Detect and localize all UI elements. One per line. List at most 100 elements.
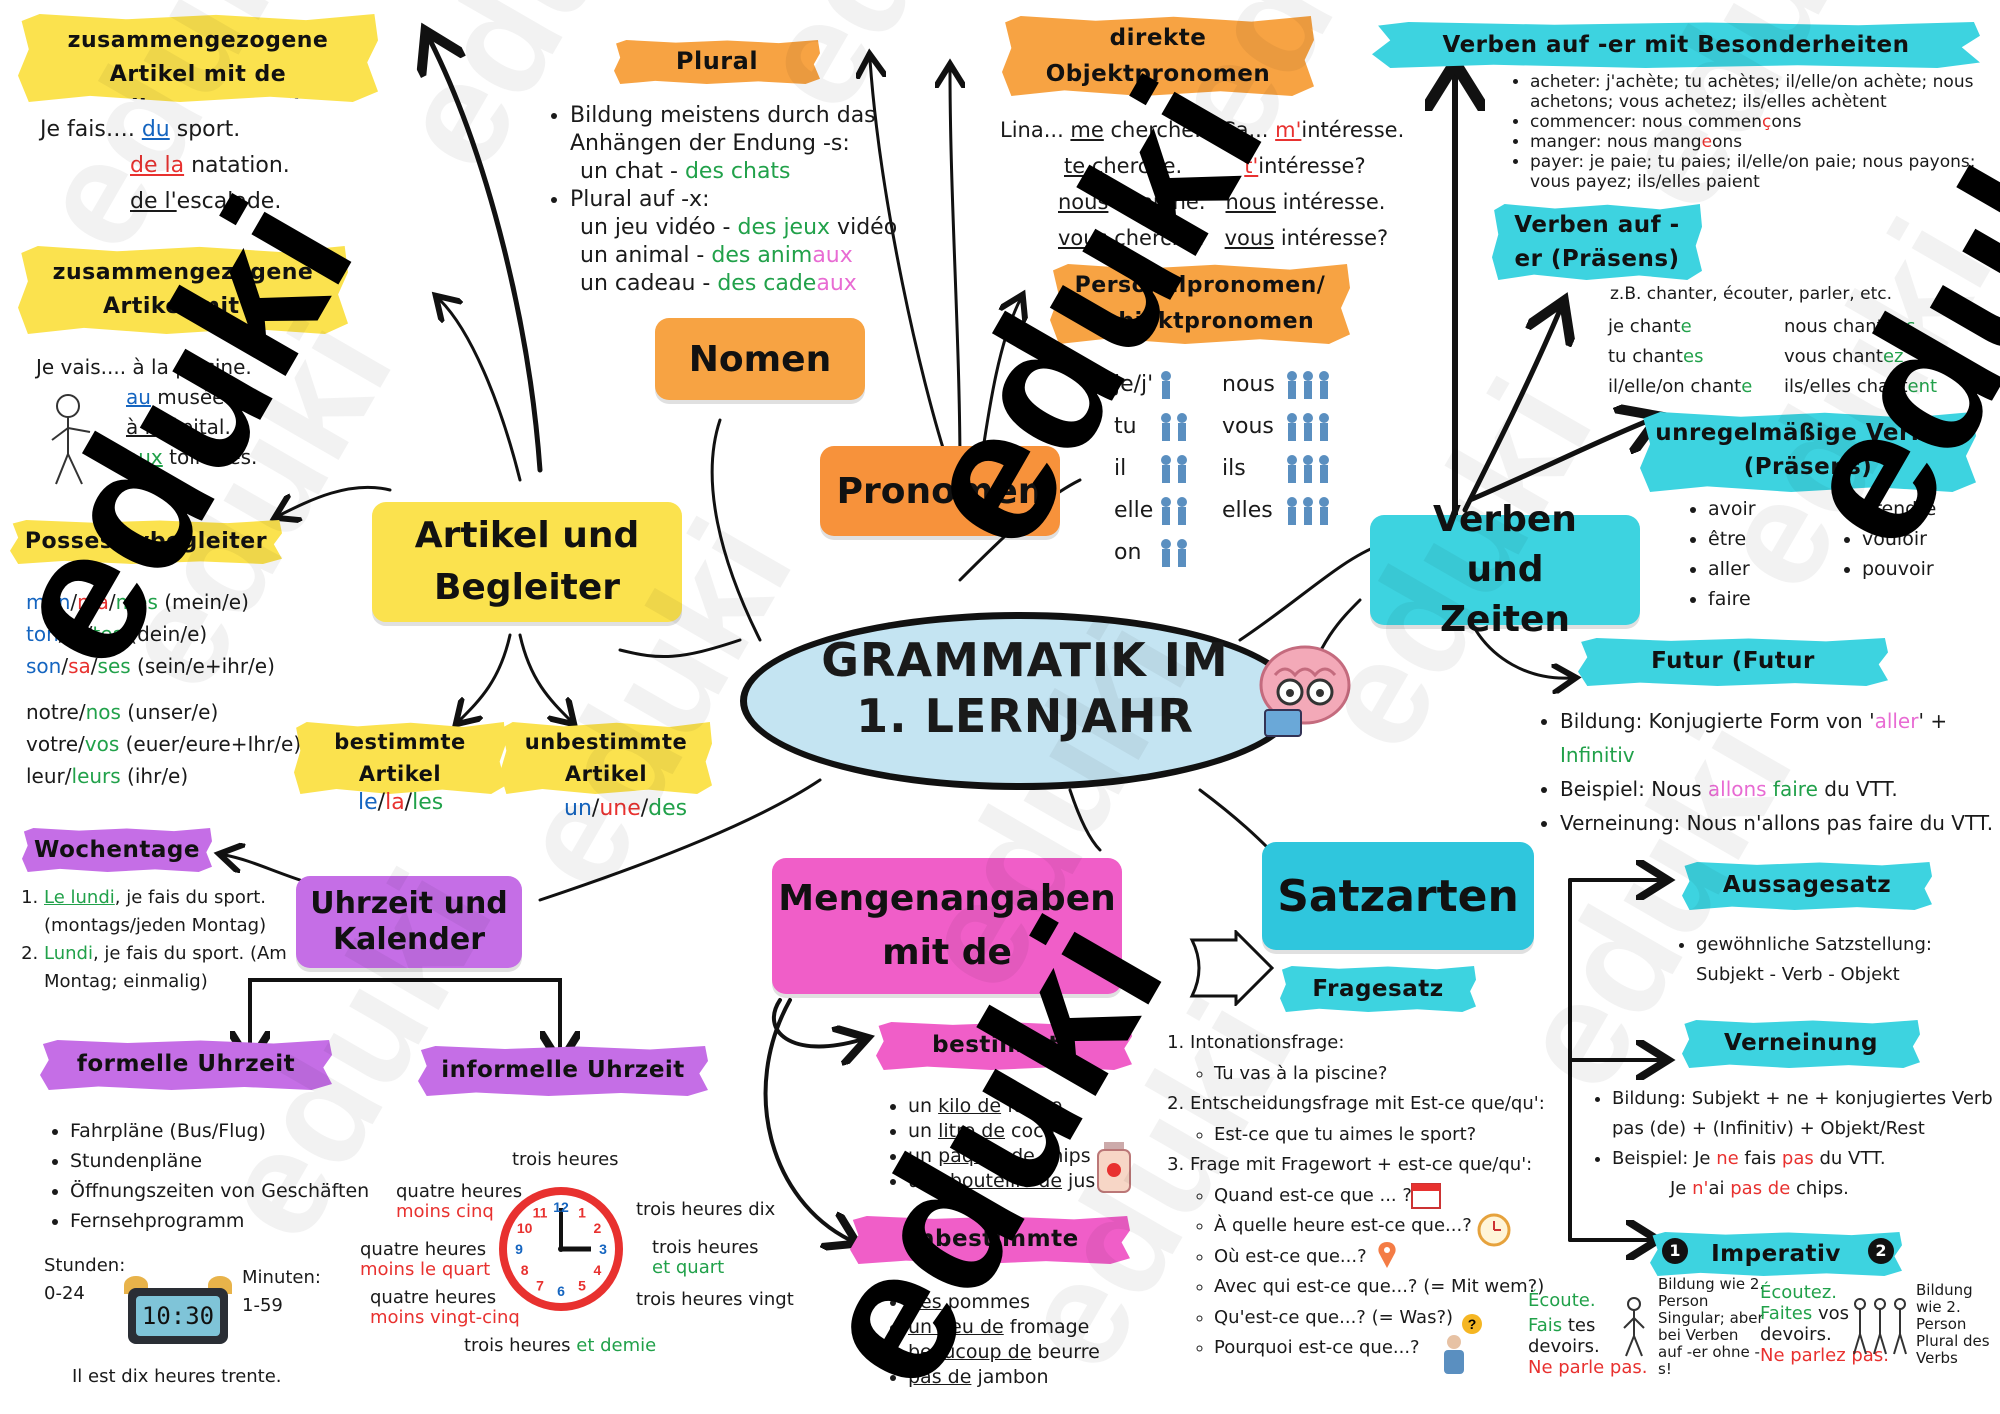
pronoun-elles: elles	[1222, 498, 1273, 523]
clock-label-r3: trois heures vingt	[636, 1289, 794, 1310]
node-satzarten[interactable]: Satzarten	[1262, 842, 1534, 950]
verben-er-example: z.B. chanter, écouter, parler, etc.	[1610, 284, 1892, 304]
clock-number: 6	[557, 1283, 565, 1299]
bestimmte-menge-list: un kilo de farine un litre de coca un pa…	[884, 1094, 1095, 1194]
alarm-clock-icon: 10:30	[124, 1276, 232, 1348]
label-objektpronomen: direkte Objektpronomen	[1002, 16, 1314, 96]
clock-label-r1: trois heures dix	[636, 1199, 776, 1220]
imperativ-plural-examples: Écoutez. Faites vos devoirs. Ne parlez p…	[1760, 1282, 1889, 1366]
personalpronomen-left: je/j' tu il elle on	[1114, 364, 1153, 574]
label-bestimmte-menge: bestimmte Menge	[876, 1022, 1132, 1070]
clock-number: 11	[533, 1205, 548, 1221]
digital-display: 10:30	[136, 1296, 220, 1336]
center-title-line2: 1. LERNJAHR	[856, 689, 1194, 743]
label-bestimmte-artikel: bestimmte Artikel	[294, 722, 506, 794]
node-uhrzeit-kalender[interactable]: Uhrzeit und Kalender	[296, 876, 522, 968]
futur-rules: Bildung: Konjugierte Form von 'aller' +I…	[1536, 704, 1993, 840]
node-verben-zeiten[interactable]: Verben und Zeiten	[1370, 499, 1640, 640]
unbestimmte-artikel-forms: un/une/des	[564, 796, 688, 821]
pronoun-nous: nous	[1222, 372, 1275, 397]
verben-er-conjugation-plural: nous chantons vous chantez ils/elles cha…	[1784, 316, 1938, 397]
unregelmaessige-list-left: avoir être aller faire	[1684, 494, 1756, 614]
unregelmaessige-list-right: prendre vouloir pouvoir	[1838, 494, 1936, 584]
group-persons-icon	[1850, 1296, 1910, 1360]
clock-number: 3	[599, 1241, 607, 1257]
label-informelle-uhrzeit: informelle Uhrzeit	[418, 1046, 708, 1096]
verben-besonderheiten-list: acheter: j'achète; tu achètes; il/elle/o…	[1506, 72, 1986, 192]
clock-label-top: trois heures	[512, 1149, 619, 1170]
clock-label-bottom: trois heures et demie	[464, 1335, 657, 1356]
label-wochentage: Wochentage	[22, 828, 212, 872]
clock-number: 5	[578, 1277, 586, 1293]
node-artikel-begleiter[interactable]: Artikel und Begleiter	[372, 502, 682, 622]
scroll-arrow-icon	[1186, 928, 1276, 1008]
label-fragesatz: Fragesatz	[1280, 966, 1476, 1012]
stick-figure-icon	[46, 392, 106, 492]
verben-er-conjugation: je chante tu chantes il/elle/on chante	[1608, 316, 1753, 397]
clock-number: 2	[593, 1220, 601, 1236]
verneinung-rule: Bildung: Subjekt + ne + konjugiertes Ver…	[1588, 1084, 2000, 1204]
imperativ-number-1: 1	[1662, 1238, 1688, 1264]
label-unregelmaessige-verben: unregelmäßige Verben (Präsens)	[1640, 412, 1976, 492]
svg-text:?: ?	[1468, 1316, 1477, 1332]
label-artikel-a: zusammengezogene Artikel mit à	[18, 246, 348, 334]
label-unbestimmte-artikel: unbestimmte Artikel	[500, 722, 712, 794]
label-personalpronomen: Personalpronomen/ Subjektpronomen	[1050, 264, 1350, 344]
objektpronomen-examples: Lina... me cherche. Ça... m'intéresse. t…	[1000, 118, 1405, 250]
label-formelle-uhrzeit: formelle Uhrzeit	[40, 1040, 332, 1090]
digital-caption: Il est dix heures trente.	[72, 1366, 282, 1387]
center-ellipse	[740, 612, 1300, 790]
clock-number: 12	[553, 1199, 569, 1215]
wochentage-examples: Le lundi, je fais du sport.(montags/jede…	[22, 884, 287, 996]
center-title-line1: GRAMMATIK IM	[821, 633, 1229, 687]
label-unbestimmte-menge: unbestimmte Menge	[850, 1216, 1130, 1264]
clock-number: 9	[515, 1241, 523, 1257]
pronoun-tu: tu	[1114, 414, 1137, 439]
label-teilungsartikel: zusammengezogene Artikel mit de (Teilung…	[18, 14, 378, 102]
calendar-icon	[1410, 1180, 1442, 1210]
imperativ-singular-examples: Écoute. Fais tes devoirs. Ne parle pas.	[1528, 1290, 1648, 1378]
person-figures-icon	[1156, 364, 1346, 574]
label-verneinung: Verneinung	[1682, 1020, 1920, 1068]
thinking-person-icon: ?	[1430, 1312, 1488, 1378]
artikel-a-examples: Je vais.... à la piscine. au musée. à l'…	[36, 355, 258, 469]
brain-mascot-icon	[1245, 630, 1365, 750]
location-pin-icon	[1376, 1240, 1398, 1270]
imperativ-note-singular: Bildung wie 2. Person Singular; aber bei…	[1658, 1275, 1765, 1378]
node-mengenangaben[interactable]: Mengenangaben mit de	[772, 858, 1122, 994]
clock-number: 10	[517, 1220, 533, 1236]
label-futur: Futur (Futur composé)	[1578, 638, 1888, 686]
unbestimmte-menge-list: des pommes un peu de fromage beaucoup de…	[884, 1290, 1100, 1390]
possessiv-table: mon/ma/mes (mein/e) ton/ta/tes (dein/e) …	[26, 590, 302, 788]
digital-minuten-label: Minuten:1-59	[242, 1267, 321, 1316]
jar-icon	[1096, 1140, 1132, 1194]
aussagesatz-rule: gewöhnliche Satzstellung: Subjekt - Verb…	[1672, 930, 1932, 990]
pronoun-on: on	[1114, 540, 1142, 565]
clock-number: 4	[593, 1262, 601, 1278]
label-imperativ: Imperativ	[1650, 1232, 1902, 1276]
teilungsartikel-examples: Je fais…. du sport. de la natation. de l…	[40, 117, 290, 214]
pronoun-ils: ils	[1222, 456, 1246, 481]
label-possessivbegleiter: Possessivbegleiter	[10, 520, 282, 564]
pronoun-vous: vous	[1222, 414, 1274, 439]
clock-number: 7	[536, 1277, 544, 1293]
label-verben-er: Verben auf -er (Präsens)	[1492, 204, 1702, 280]
pronoun-je: je/j'	[1114, 372, 1154, 397]
node-pronomen[interactable]: Pronomen	[820, 446, 1060, 536]
digital-stunden-label: Stunden:0-24	[44, 1255, 126, 1304]
pronoun-il: il	[1114, 456, 1127, 481]
personalpronomen-right: nous vous ils elles	[1222, 364, 1275, 532]
clock-number: 1	[578, 1205, 586, 1221]
node-nomen[interactable]: Nomen	[655, 318, 865, 400]
label-verben-besonderheiten: Verben auf -er mit Besonderheiten (Präse…	[1372, 22, 1980, 68]
center-title: GRAMMATIK IM 1. LERNJAHR	[790, 632, 1260, 744]
label-plural: Plural	[614, 40, 820, 84]
label-aussagesatz: Aussagesatz	[1682, 862, 1932, 910]
single-person-icon	[1620, 1296, 1648, 1360]
